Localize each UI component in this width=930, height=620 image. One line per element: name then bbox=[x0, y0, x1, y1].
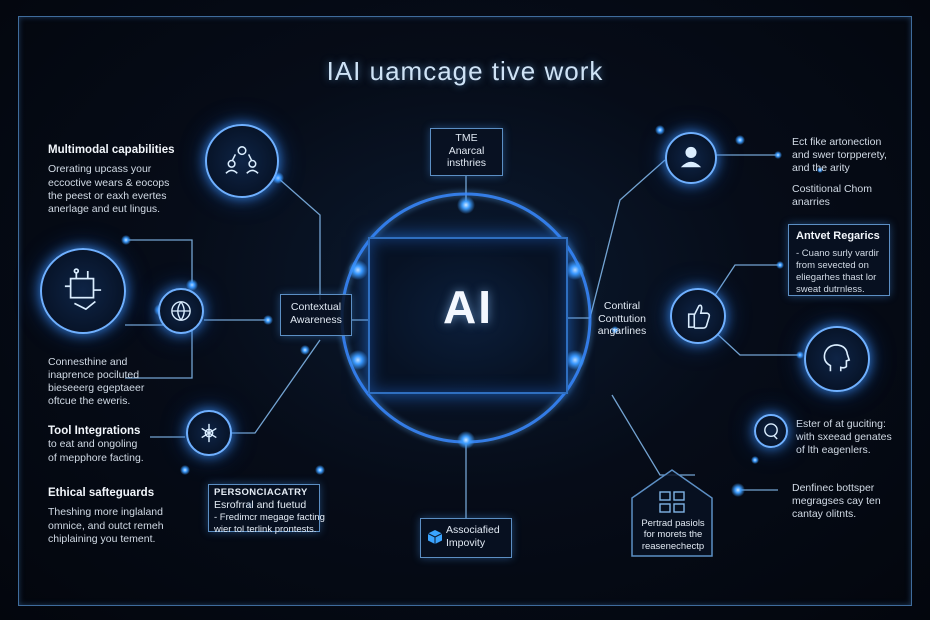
ai-core-label: AI bbox=[443, 281, 493, 333]
grid-house-icon bbox=[631, 469, 713, 557]
right-panel-title: Antvet Regarics bbox=[796, 230, 880, 242]
cube-icon bbox=[427, 530, 443, 544]
top-box bbox=[430, 128, 503, 176]
right-item-3: Ester of at guciting:with sxeead genates… bbox=[796, 418, 892, 457]
right-panel bbox=[788, 224, 890, 296]
tools-icon bbox=[40, 248, 126, 334]
awareness-box bbox=[280, 294, 352, 336]
bottom-left-box bbox=[208, 484, 320, 532]
globe-icon bbox=[158, 288, 204, 334]
page-title: IAI uamcage tive work bbox=[326, 56, 604, 86]
outer-frame bbox=[18, 16, 912, 606]
ai-core-box bbox=[368, 237, 568, 394]
chat-icon bbox=[754, 414, 788, 448]
user-icon bbox=[665, 132, 717, 184]
people-network-icon bbox=[205, 124, 279, 198]
bottom-left-box-text: PERSONCIACATRY Esrofrral and fuetud - Fr… bbox=[214, 487, 325, 535]
thumbs-up-icon bbox=[670, 288, 726, 344]
glow-dots bbox=[121, 125, 823, 509]
left-item-ethical: Ethical safteguards Theshing more inglal… bbox=[48, 487, 164, 545]
head-profile-icon bbox=[804, 326, 870, 392]
left-item-multimodal: Multimodal capabilities Orerating upcass… bbox=[48, 144, 175, 215]
tuning-icon bbox=[186, 410, 232, 456]
